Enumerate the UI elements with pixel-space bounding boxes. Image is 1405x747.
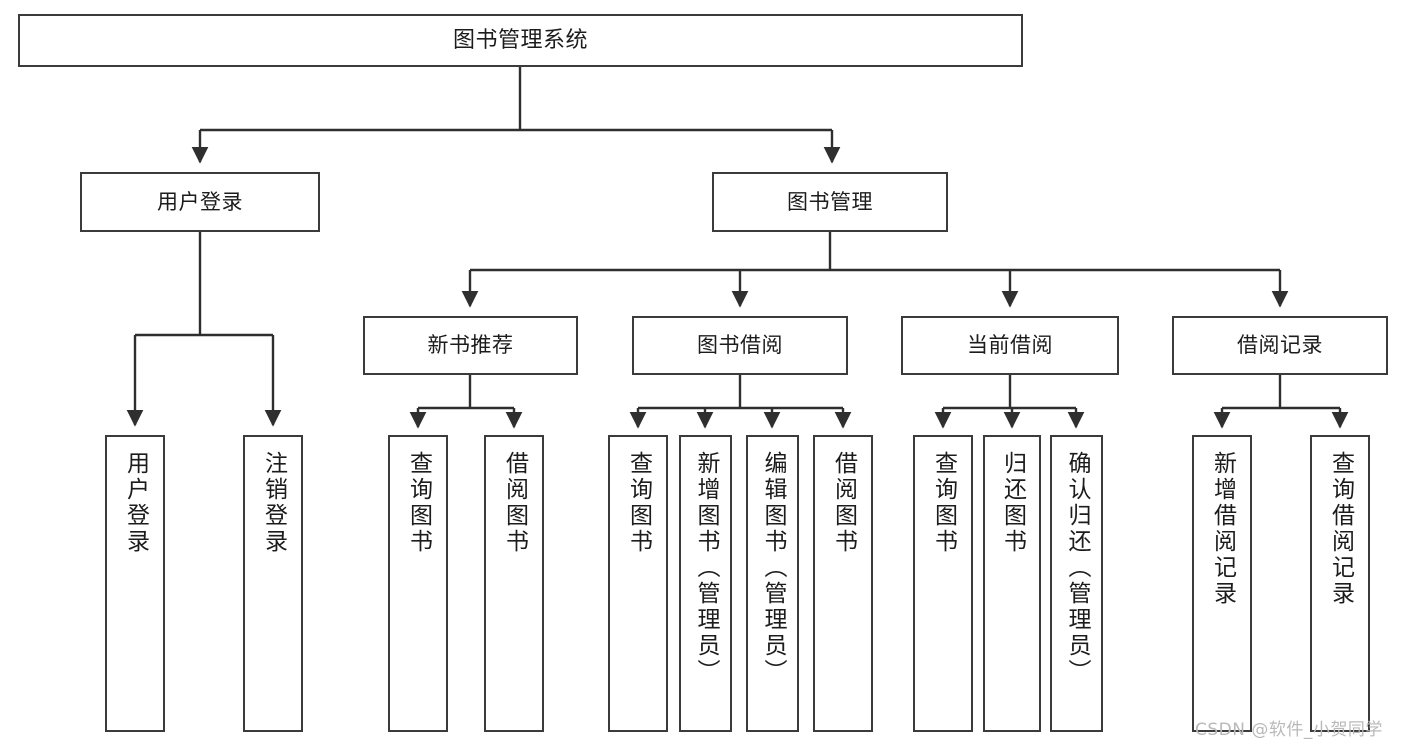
node-user-login[interactable]: 用户登录 — [80, 172, 320, 232]
node-leaf-borrow-book-2-label: 借阅图书 — [830, 451, 857, 555]
node-root-label: 图书管理系统 — [452, 27, 588, 53]
node-current-borrow-label: 当前借阅 — [967, 333, 1053, 358]
node-leaf-confirm-return[interactable]: 确认归还（管理员） — [1050, 435, 1103, 732]
node-leaf-user-logout[interactable]: 注销登录 — [243, 435, 303, 732]
node-book-manage-label: 图书管理 — [787, 189, 873, 214]
node-borrow-record[interactable]: 借阅记录 — [1172, 316, 1388, 375]
node-user-login-label: 用户登录 — [157, 189, 243, 214]
node-leaf-return-book-label: 归还图书 — [999, 451, 1026, 555]
node-book-borrow[interactable]: 图书借阅 — [632, 316, 848, 375]
node-leaf-query-book-3[interactable]: 查询图书 — [913, 435, 973, 732]
node-leaf-user-login-label: 用户登录 — [122, 451, 149, 555]
node-leaf-edit-book[interactable]: 编辑图书（管理员） — [746, 435, 799, 732]
node-borrow-record-label: 借阅记录 — [1237, 333, 1323, 358]
node-leaf-borrow-book-1[interactable]: 借阅图书 — [484, 435, 544, 732]
node-leaf-add-record[interactable]: 新增借阅记录 — [1192, 435, 1252, 732]
node-leaf-query-book-1-label: 查询图书 — [405, 451, 432, 555]
node-leaf-query-book-1[interactable]: 查询图书 — [388, 435, 448, 732]
node-leaf-confirm-return-label: 确认归还（管理员） — [1064, 451, 1090, 685]
node-leaf-query-book-2-label: 查询图书 — [625, 451, 652, 555]
node-leaf-user-login[interactable]: 用户登录 — [105, 435, 165, 732]
node-leaf-user-logout-label: 注销登录 — [260, 451, 287, 555]
node-leaf-query-record-label: 查询借阅记录 — [1327, 451, 1354, 607]
node-leaf-add-book-label: 新增图书（管理员） — [693, 451, 719, 685]
node-leaf-borrow-book-1-label: 借阅图书 — [501, 451, 528, 555]
node-new-book-rec[interactable]: 新书推荐 — [363, 316, 578, 375]
node-book-borrow-label: 图书借阅 — [697, 333, 783, 358]
node-leaf-add-book[interactable]: 新增图书（管理员） — [679, 435, 732, 732]
node-leaf-query-record[interactable]: 查询借阅记录 — [1310, 435, 1370, 732]
node-leaf-add-record-label: 新增借阅记录 — [1209, 451, 1236, 607]
node-root[interactable]: 图书管理系统 — [18, 14, 1023, 67]
node-new-book-rec-label: 新书推荐 — [427, 333, 514, 358]
node-book-manage[interactable]: 图书管理 — [712, 172, 948, 232]
node-leaf-query-book-3-label: 查询图书 — [930, 451, 957, 555]
node-current-borrow[interactable]: 当前借阅 — [901, 316, 1119, 375]
watermark: CSDN @软件_小贺同学 — [1195, 720, 1383, 740]
node-leaf-edit-book-label: 编辑图书（管理员） — [760, 451, 786, 685]
node-leaf-query-book-2[interactable]: 查询图书 — [608, 435, 668, 732]
node-leaf-borrow-book-2[interactable]: 借阅图书 — [813, 435, 873, 732]
node-leaf-return-book[interactable]: 归还图书 — [983, 435, 1041, 732]
